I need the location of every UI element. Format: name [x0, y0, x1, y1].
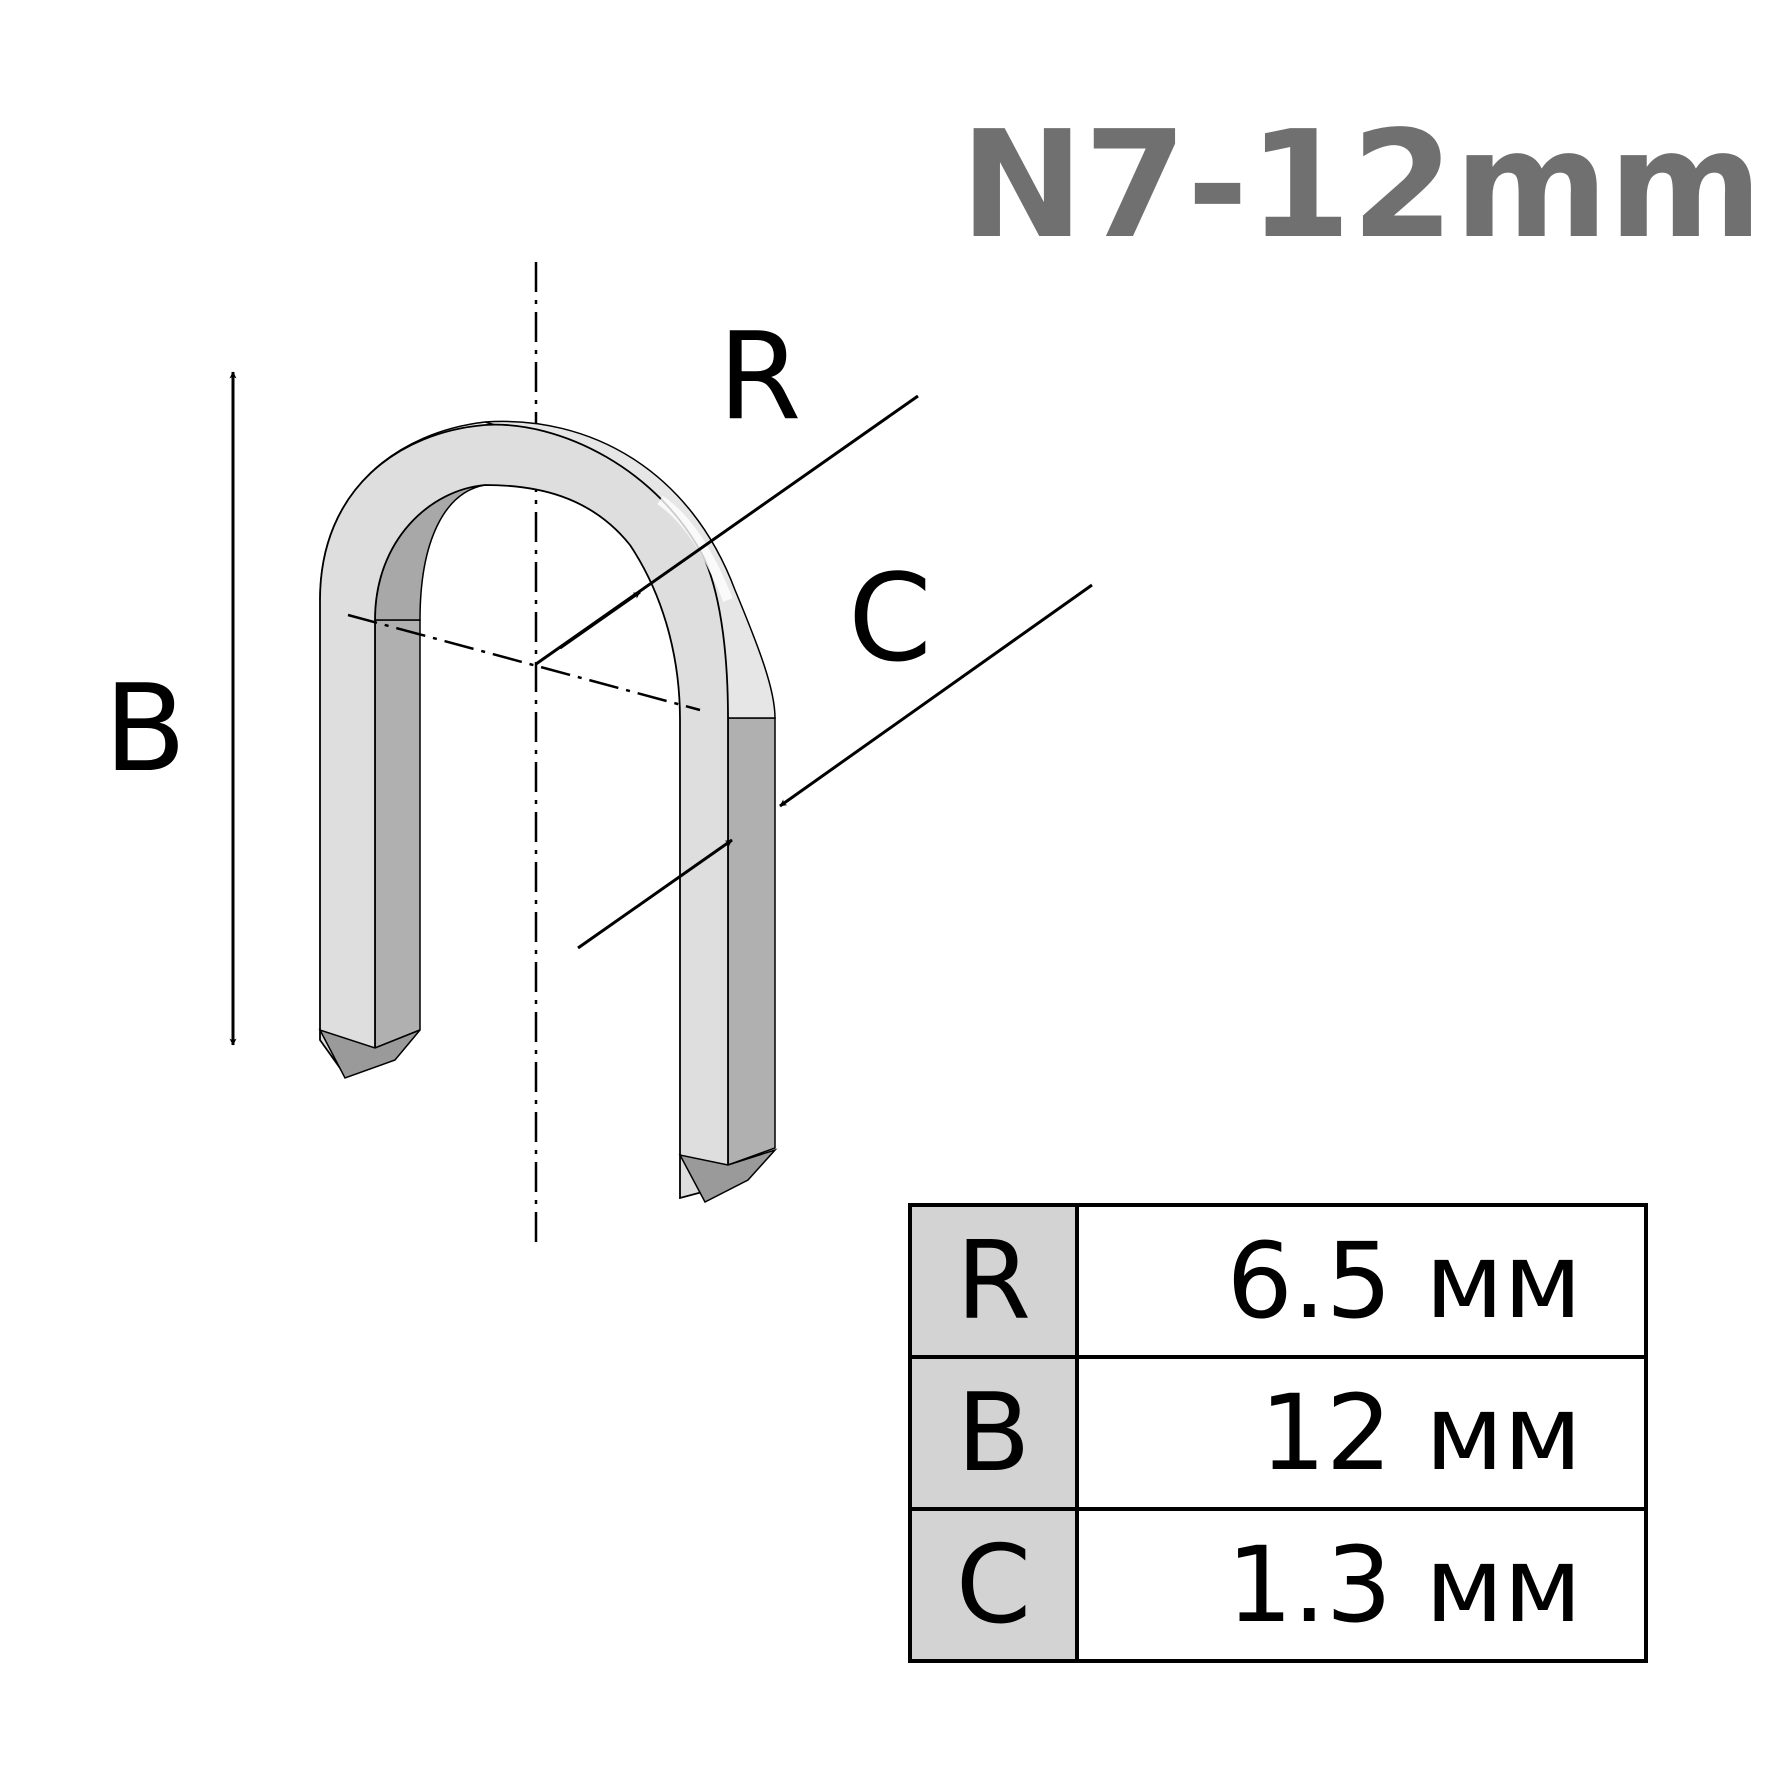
spec-key: B — [908, 1355, 1079, 1511]
spec-value: 6.5 мм — [1075, 1203, 1648, 1359]
table-row: R 6.5 мм — [908, 1203, 1648, 1359]
label-r: R — [718, 308, 802, 447]
dimension-c-leader-bottom — [577, 838, 733, 950]
base-axis-line — [347, 613, 701, 712]
dimension-c-leader-top — [779, 583, 1093, 808]
staple-icon — [318, 420, 778, 1204]
product-title: N7-12mm — [960, 99, 1763, 271]
table-row: C 1.3 мм — [908, 1507, 1648, 1663]
spec-table: R 6.5 мм B 12 мм C 1.3 мм — [908, 1203, 1648, 1663]
label-c: C — [848, 550, 932, 689]
spec-value: 1.3 мм — [1075, 1507, 1648, 1663]
spec-value: 12 мм — [1075, 1355, 1648, 1511]
label-b: B — [104, 660, 187, 799]
table-row: B 12 мм — [908, 1355, 1648, 1511]
dimension-r-arrow — [559, 590, 641, 650]
spec-key: C — [908, 1507, 1079, 1663]
spec-key: R — [908, 1203, 1079, 1359]
